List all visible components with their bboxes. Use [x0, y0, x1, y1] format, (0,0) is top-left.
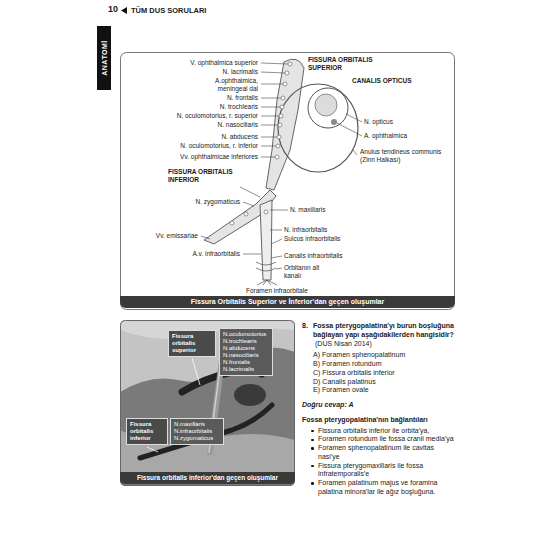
photo-list-box: N.maxillaris N.infraorbitalis N.zygomati…: [170, 418, 224, 445]
bullet-item: Fissura pterygomaxillaris ile fossa infr…: [302, 462, 455, 480]
explanation: Doğru cevap: A Fossa pterygopalatina'nın …: [302, 401, 455, 497]
photo-list-box-text: N.oculomotorius N.trochlearis N.abducens…: [223, 331, 269, 373]
question-text: Fossa pterygopalatina'yı burun boşluğuna…: [313, 322, 454, 338]
region-title: CANALIS OPTICUS: [352, 77, 412, 85]
question-source: (DUS Nisan 2014): [315, 340, 372, 347]
header-arrow: [121, 7, 127, 14]
answer-option: B) Foramen rotundum: [302, 360, 455, 369]
photo-frame: [121, 321, 295, 486]
superior-fissure: [266, 59, 304, 190]
anatomy-label: N. maxillaris: [290, 206, 325, 214]
anatomy-label: N. frontalis: [227, 94, 258, 102]
photo-label-box-text: Fissura orbitalis inferior: [130, 421, 164, 442]
inferior-nerve-dots: [230, 210, 268, 225]
anatomy-label: Vv. ophthalmicae inferiores: [180, 153, 258, 161]
anatomy-label: N. zygomaticus: [196, 198, 240, 206]
leader-lines: [201, 63, 362, 269]
photo-label-box-text: Fissura orbitalis superior: [172, 333, 212, 354]
photo-list-box-text: N.maxillaris N.infraorbitalis N.zygomati…: [174, 421, 220, 442]
anatomy-label: Sulcus infraorbitalis: [284, 235, 340, 243]
anatomy-label: N. oculomotorius, r. superior: [177, 112, 258, 120]
bullet-item: Foramen rotundum ile fossa cranii media'…: [302, 435, 455, 444]
question-text-cell: Fossa pterygopalatina'yı burun boşluğuna…: [313, 322, 455, 348]
anatomy-label: Canalis infraorbitalis: [284, 252, 343, 260]
anatomy-label: Orbitanın alt kanalı: [284, 264, 334, 280]
ophthalmic-artery: [331, 119, 337, 125]
caption-band-text: Fissura orbitalis inferior'dan geçen olu…: [123, 474, 292, 482]
answer-option: C) Fissura orbitalis inferior: [302, 369, 455, 378]
section-heading: Fossa pterygopalatina'nın bağlantıları: [302, 416, 455, 425]
answer-option: A) Foramen sphenopalatinum: [302, 351, 455, 360]
anatomy-label: V. ophthalmica superior: [190, 59, 258, 67]
question-row: 8. Fossa pterygopalatina'yı burun boşluğu…: [302, 322, 455, 348]
foramen-fan: [257, 280, 277, 285]
page-number: 10: [108, 4, 118, 15]
anatomy-label: N. trochlearis: [220, 103, 258, 111]
anatomy-label: N. infraorbitalis: [284, 226, 327, 234]
infraorbital-canal: [260, 200, 272, 280]
region-title: FISSURA ORBITALIS INFERIOR: [168, 168, 250, 184]
canal-arc: [256, 268, 276, 271]
answer-option: D) Canalis palatinus: [302, 378, 455, 387]
tab-label: ANATOMİ: [101, 40, 108, 76]
anatomy-label: A.v. infraorbitalis: [192, 250, 240, 258]
bullet-item: Foramen sphenopalatinum ile cavitas nasi…: [302, 444, 455, 462]
photo-label-box: Fissura orbitalis inferior: [126, 418, 168, 445]
region-title: FISSURA ORBITALIS SUPERIOR: [308, 56, 388, 72]
caption-band-text: Fissura Orbitalis Superior ve İnferior'd…: [124, 298, 451, 306]
caption-band: Fissura Orbitalis Superior ve İnferior'd…: [120, 296, 455, 308]
section-tab: ANATOMİ: [97, 26, 111, 90]
question-column: 8. Fossa pterygopalatina'yı burun boşluğu…: [302, 322, 455, 497]
caption-band: Fissura orbitalis inferior'dan geçen olu…: [120, 472, 295, 484]
bullet-item: Fissura orbitalis inferior ile orbita'ya…: [302, 427, 455, 436]
anatomy-label: N. nasociliaris: [218, 121, 258, 129]
photo-list-box: N.oculomotorius N.trochlearis N.abducens…: [219, 328, 273, 376]
anatomy-label: A. ophthalmica: [364, 132, 407, 140]
options-list: A) Foramen sphenopalatinumB) Foramen rot…: [302, 351, 455, 395]
nerve-dots: [275, 62, 292, 159]
anatomy-label: N. abducens: [222, 133, 259, 141]
running-header: TÜM DUS SORULARI: [131, 6, 206, 15]
skull-photo: [120, 320, 295, 486]
anatomy-label: N. oculomotorius, r. inferior: [180, 142, 258, 150]
optic-canal: [308, 88, 348, 128]
question-number-cell: 8.: [302, 322, 313, 348]
bullet-item: Foramen palatinum majus ve foramina pala…: [302, 479, 455, 497]
figure-frame: [121, 53, 455, 310]
correct-answer: Doğru cevap: A: [302, 401, 455, 410]
anatomy-label: N. lacrimalis: [223, 68, 258, 76]
anatomy-label: Vv. emissariae: [156, 232, 198, 240]
canal-arc: [256, 262, 276, 265]
optic-nerve: [315, 94, 337, 116]
answer-option: E) Foramen ovale: [302, 386, 455, 395]
photo-label-box: Fissura orbitalis superior: [168, 330, 216, 357]
anatomy-label: A.ophthalmica, meningeal dal: [206, 77, 258, 93]
anatomy-label: N. opticus: [364, 118, 393, 126]
question-number: 8.: [302, 322, 308, 329]
anatomy-label: Foramen infraorbitale: [246, 287, 308, 295]
anatomy-label: Anulus tendineus communis (Zinn Halkası): [360, 148, 452, 164]
